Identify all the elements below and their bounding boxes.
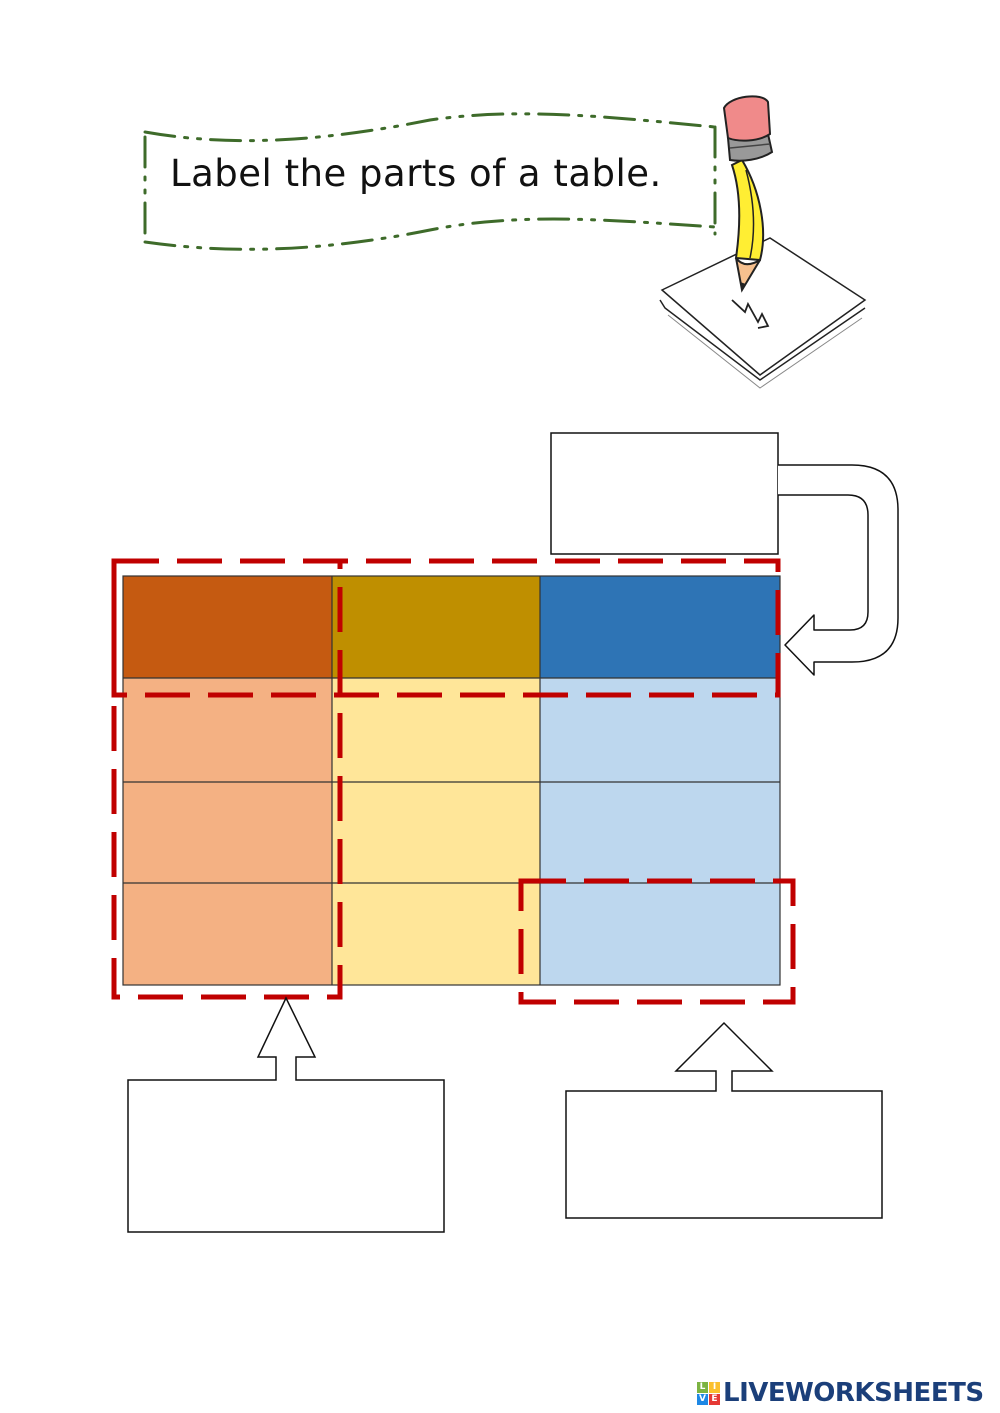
- brand-name: LIVEWORKSHEETS: [723, 1378, 984, 1408]
- answer-box-bottom-right[interactable]: [568, 1093, 880, 1216]
- header-row-highlight: [111, 558, 781, 698]
- title-banner: [143, 112, 717, 251]
- body-column-2: [332, 678, 540, 985]
- logo-letter-l: L: [697, 1381, 708, 1393]
- liveworksheets-brand: L I V E LIVEWORKSHEETS: [697, 1378, 984, 1408]
- liveworksheets-logo-icon: L I V E: [697, 1381, 720, 1405]
- curved-arrow-icon: [778, 464, 899, 676]
- answer-box-top-right[interactable]: [553, 435, 776, 552]
- body-column-3: [540, 678, 780, 985]
- logo-letter-e: E: [709, 1393, 720, 1405]
- logo-letter-i: I: [709, 1381, 720, 1393]
- table-grid-lines: [122, 575, 781, 986]
- bottom-right-cell-highlight: [518, 878, 796, 1005]
- worksheet-title: Label the parts of a table.: [170, 152, 662, 195]
- header-cell-3: [540, 576, 780, 678]
- header-cell-2: [332, 576, 540, 678]
- pencil-paper-icon: [659, 95, 867, 389]
- body-column-1: [123, 678, 332, 985]
- logo-letter-v: V: [697, 1393, 708, 1405]
- header-cell-1: [123, 576, 332, 678]
- first-column-highlight: [111, 558, 343, 1000]
- answer-box-bottom-left[interactable]: [130, 1082, 442, 1230]
